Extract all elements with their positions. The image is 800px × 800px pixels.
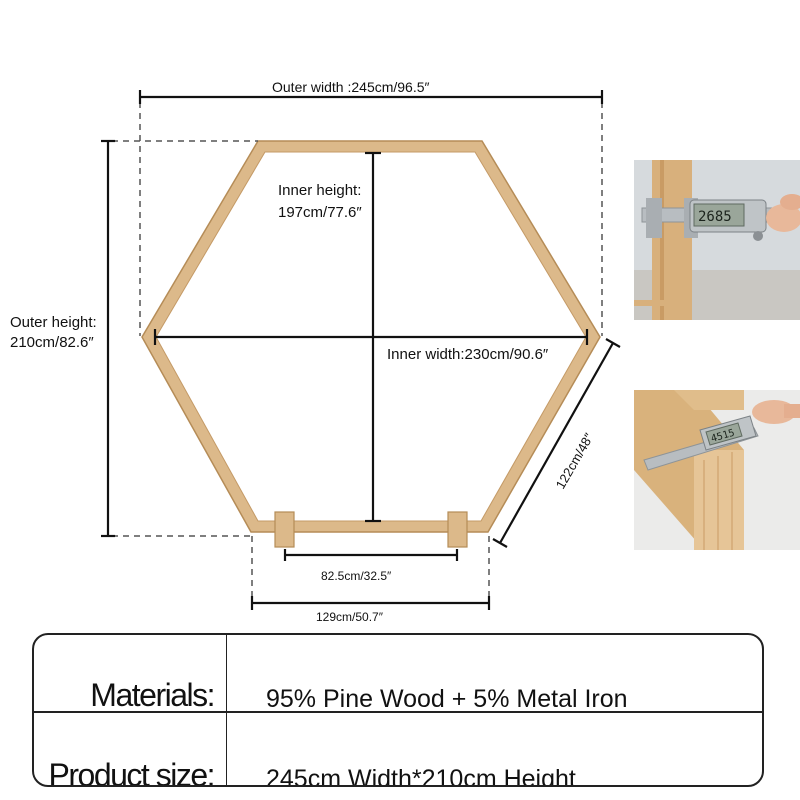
dimension-lines [101, 90, 621, 610]
outer-height-label-2: 210cm/82.6″ [10, 334, 94, 351]
spec-value: 95% Pine Wood + 5% Metal Iron [266, 685, 628, 713]
base-foot-left [274, 511, 295, 548]
caliper-reading-top: 2685 [698, 209, 732, 225]
base-foot-right [447, 511, 468, 548]
base-outer-label: 129cm/50.7″ [316, 610, 384, 624]
inner-width-label: Inner width:230cm/90.6″ [387, 346, 549, 363]
caliper-photo-beam: 4515 [634, 390, 800, 550]
spec-value: 245cm Width*210cm Height [266, 765, 576, 787]
dashed-guides [112, 102, 603, 604]
inner-height-label-1: Inner height: [278, 182, 361, 199]
spec-label: Materials: [90, 677, 215, 713]
outer-height-label-1: Outer height: [10, 314, 97, 331]
caliper-post-illustration: 2685 [634, 160, 800, 320]
spec-label: Product size: [48, 757, 216, 787]
spec-table: Materials: 95% Pine Wood + 5% Metal Iron… [32, 633, 764, 787]
side-length-line [499, 342, 614, 544]
spec-divider [226, 711, 227, 785]
hexagon-arch-diagram: Outer width :245cm/96.5″ Outer height: 2… [10, 79, 621, 624]
spec-row-materials: Materials: 95% Pine Wood + 5% Metal Iron [34, 635, 762, 713]
inner-height-label-2: 197cm/77.6″ [278, 204, 362, 221]
base-inner-label: 82.5cm/32.5″ [321, 569, 392, 583]
spec-row-size: Product size: 245cm Width*210cm Height [34, 711, 762, 787]
caliper-photo-post: 2685 [634, 160, 800, 320]
spec-divider [226, 635, 227, 711]
caliper-beam-illustration: 4515 [634, 390, 800, 550]
outer-width-label: Outer width :245cm/96.5″ [272, 79, 430, 95]
